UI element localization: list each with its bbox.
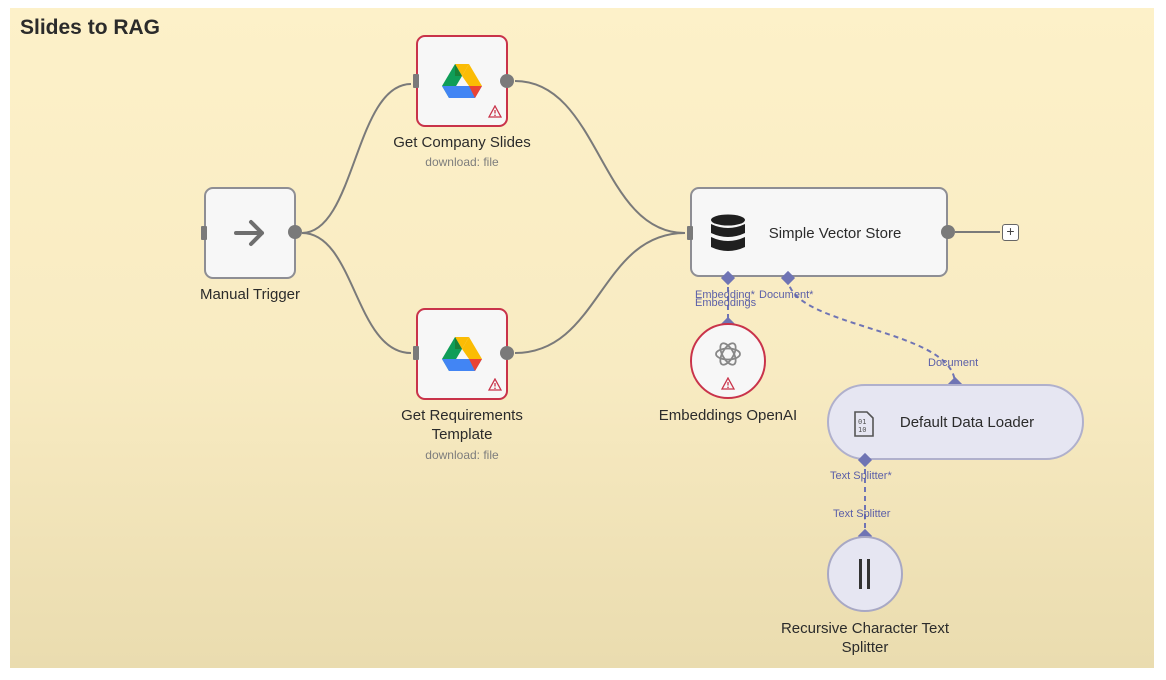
warning-icon [488,105,502,118]
get-requirements-template-subtitle: download: file [425,448,499,462]
embedding-connector-label: Embedding* [695,289,755,301]
simple-vector-store-node[interactable]: Simple Vector Store [690,187,948,277]
text-splitter-connector-label: Text Splitter [833,508,891,520]
embeddings-openai-node[interactable] [690,323,766,399]
workflow-canvas[interactable]: Slides to RAG Manual Trigger [10,8,1154,668]
simple-vector-store-output-port[interactable] [941,225,955,239]
warning-icon [488,378,502,391]
get-requirements-template-label: Get Requirements Template [401,407,523,443]
workflow-title: Slides to RAG [20,16,161,39]
wire-requirements-to-vector-store [514,232,686,354]
pause-bars-icon [859,559,870,589]
get-requirements-template-output-port[interactable] [500,346,514,360]
embeddings-connector-label: Embeddings [695,297,757,309]
manual-trigger-input-port [201,226,207,240]
google-drive-icon [442,64,482,98]
warning-icon [721,377,735,390]
svg-text:10: 10 [858,426,866,434]
get-company-slides-input-port [413,74,419,88]
loader-document-connector-label: Document [928,357,979,369]
simple-vector-store-label: Simple Vector Store [768,225,902,242]
wire-trigger-to-requirements [301,232,412,354]
default-data-loader-node[interactable]: 01 10 Default Data Loader [827,384,1084,460]
manual-trigger-node[interactable] [204,187,296,279]
wire-trigger-to-company-slides [301,83,412,234]
get-company-slides-label: Get Company Slides [393,134,531,151]
manual-trigger-output-port[interactable] [288,225,302,239]
recursive-splitter-label: Recursive Character Text Splitter [780,620,950,656]
arrow-right-icon [234,220,264,246]
get-company-slides-node[interactable] [416,35,508,127]
svg-text:01: 01 [858,418,866,426]
database-icon [711,214,745,251]
default-data-loader-label: Default Data Loader [899,414,1035,431]
document-connector-label: Document* [759,289,814,301]
wire-document-subconnection [787,277,956,385]
embeddings-openai-label: Embeddings OpenAI [658,407,798,424]
manual-trigger-label: Manual Trigger [199,286,301,303]
openai-icon [715,342,741,366]
simple-vector-store-input-port [687,226,693,240]
get-company-slides-subtitle: download: file [425,155,499,169]
add-node-button[interactable]: + [1002,224,1019,241]
binary-file-icon: 01 10 [854,411,874,437]
text-splitter-required-label: Text Splitter* [830,470,892,482]
get-requirements-template-node[interactable] [416,308,508,400]
connection-wires [301,80,1000,536]
recursive-splitter-node[interactable] [827,536,903,612]
wire-company-slides-to-vector-store [514,80,686,234]
google-drive-icon [442,337,482,371]
get-requirements-template-input-port [413,346,419,360]
get-company-slides-output-port[interactable] [500,74,514,88]
